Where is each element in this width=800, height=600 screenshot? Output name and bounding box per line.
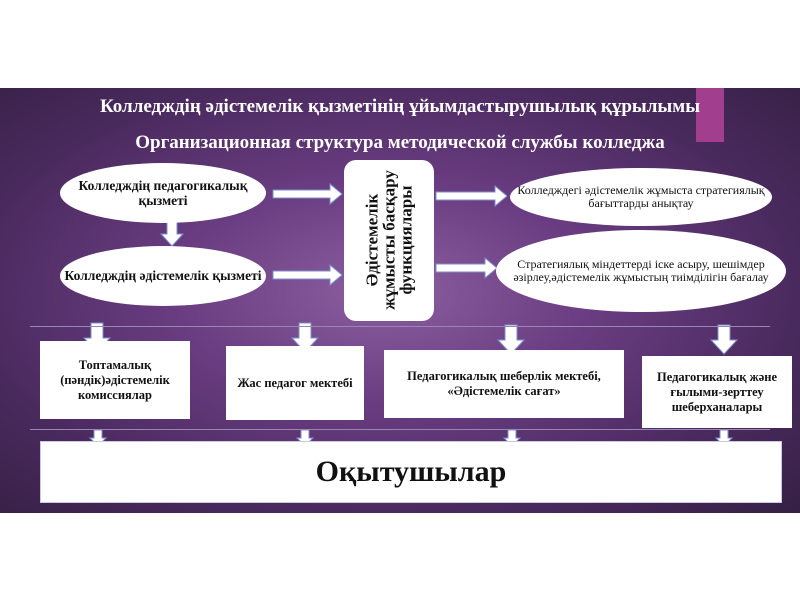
title-russian: Организационная структура методической с… <box>135 132 665 153</box>
node-management-functions-label: Әдістемелік жұмысты басқару функциялары <box>362 170 416 310</box>
unit-young-teacher-school: Жас педагог мектебі <box>226 346 364 420</box>
node-strategy-direction: Колледждегі әдістемелік жұмыста стратеги… <box>510 168 772 226</box>
diagram-slide: Колледждің әдістемелік қызметінің ұйымда… <box>0 88 800 513</box>
arrow-down-3 <box>496 324 526 355</box>
node-management-functions <box>344 160 434 321</box>
arrow-center-to-strategy <box>435 184 508 208</box>
arrow-methodical-to-center <box>272 263 343 287</box>
unit-subject-commissions: Топтамалық (пәндік)әдістемелік комиссиял… <box>40 341 190 419</box>
arrow-pedagogical-to-methodical <box>159 221 185 247</box>
node-pedagogical-service: Колледждің педагогикалық қызметі <box>60 163 266 223</box>
node-strategy-evaluation: Стратегиялық міндеттерді іске асыру, шеш… <box>496 230 786 312</box>
arrow-down-2 <box>290 322 320 353</box>
arrow-down-4 <box>709 324 739 355</box>
node-teachers: Оқытушылар <box>40 441 782 503</box>
accent-bar <box>696 88 724 142</box>
title-kazakh: Колледждің әдістемелік қызметінің ұйымда… <box>99 96 701 117</box>
divider-line-upper <box>30 326 770 327</box>
unit-mastery-school: Педагогикалық шеберлік мектебі, «Әдістем… <box>384 350 624 418</box>
unit-research-workshops: Педагогикалық және ғылыми-зерттеу шеберх… <box>642 356 792 428</box>
node-methodical-service: Колледждің әдістемелік қызметі <box>60 246 266 306</box>
arrow-pedagogical-to-center <box>272 182 343 206</box>
divider-line-lower <box>30 429 770 430</box>
arrow-center-to-evaluation <box>435 256 498 280</box>
